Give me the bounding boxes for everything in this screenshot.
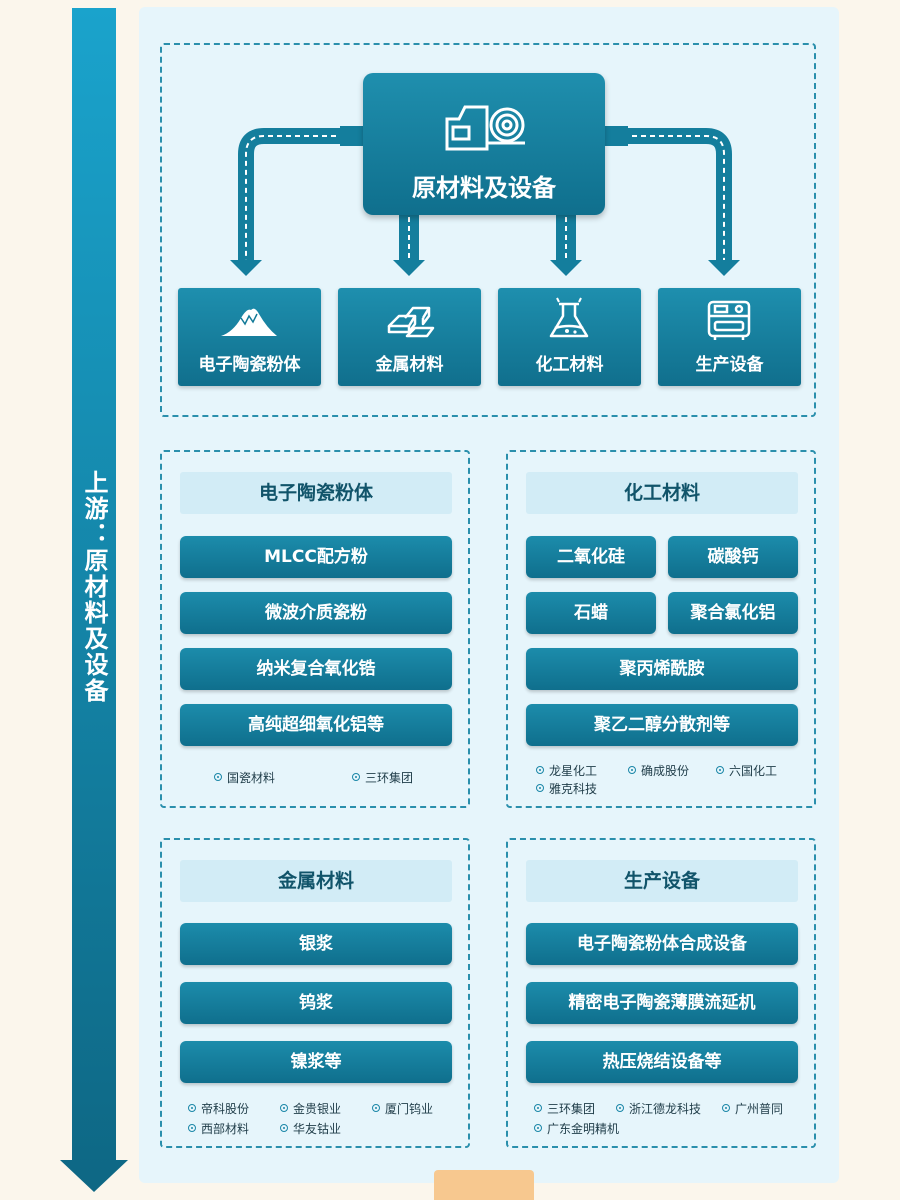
section-equipment-title: 生产设备 [526,860,798,902]
bullet-icon [536,784,544,792]
equipment-icon [445,105,525,151]
side-arrow [60,8,128,1192]
machine-icon [707,300,751,340]
metal-item: 镍浆等 [180,1041,452,1083]
company-label: 金贵银业 [280,1100,341,1117]
bullet-icon [616,1104,624,1112]
category-chemical: 化工材料 [498,288,641,386]
powder-mound-icon [221,308,277,336]
company-label: 三环集团 [534,1100,595,1117]
bullet-icon [280,1104,288,1112]
flow-arrows [230,126,740,276]
chemical-item: 聚丙烯酰胺 [526,648,798,690]
ceramic-item: 高纯超细氧化铝等 [180,704,452,746]
section-metal [160,838,470,1148]
equipment-item: 电子陶瓷粉体合成设备 [526,923,798,965]
bullet-icon [716,766,724,774]
company-label: 华友钴业 [280,1120,341,1137]
flask-icon [549,297,589,338]
company-label: 国瓷材料 [214,769,275,786]
bullet-icon [188,1104,196,1112]
category-metal: 金属材料 [338,288,481,386]
section-metal-title: 金属材料 [180,860,452,902]
company-label: 六国化工 [716,762,777,779]
ceramic-item: 纳米复合氧化锆 [180,648,452,690]
flow-arrow-right [605,128,732,262]
bullet-icon [352,773,360,781]
category-equipment: 生产设备 [658,288,801,386]
metal-ingots-icon [387,306,435,338]
chemical-item: 碳酸钙 [668,536,798,578]
company-label: 帝科股份 [188,1100,249,1117]
hub-title: 原材料及设备 [412,174,556,202]
flow-arrow-left [238,128,363,262]
bullet-icon [188,1124,196,1132]
equipment-item: 精密电子陶瓷薄膜流延机 [526,982,798,1024]
chemical-item: 石蜡 [526,592,656,634]
bullet-icon [534,1124,542,1132]
chemical-item: 聚乙二醇分散剂等 [526,704,798,746]
hub-box: 原材料及设备 [363,73,605,215]
chemical-item: 二氧化硅 [526,536,656,578]
bottom-tab [434,1170,534,1200]
company-label: 厦门钨业 [372,1100,433,1117]
section-equipment [506,838,816,1148]
chemical-item: 聚合氯化铝 [668,592,798,634]
company-label: 雅克科技 [536,780,597,797]
company-label: 龙星化工 [536,762,597,779]
company-label: 浙江德龙科技 [616,1100,701,1117]
ceramic-item: MLCC配方粉 [180,536,452,578]
section-chemical [506,450,816,808]
metal-item: 银浆 [180,923,452,965]
section-chemical-title: 化工材料 [526,472,798,514]
company-label: 广东金明精机 [534,1120,619,1137]
company-label: 三环集团 [352,769,413,786]
bullet-icon [534,1104,542,1112]
bullet-icon [536,766,544,774]
bullet-icon [722,1104,730,1112]
section-ceramic-powder [160,450,470,808]
metal-item: 钨浆 [180,982,452,1024]
side-label: 上游：原材料及设备 [80,470,108,704]
bullet-icon [628,766,636,774]
top-diagram-box [160,43,816,417]
bullet-icon [214,773,222,781]
bullet-icon [372,1104,380,1112]
company-label: 广州普同 [722,1100,783,1117]
section-ceramic-title: 电子陶瓷粉体 [180,472,452,514]
ceramic-item: 微波介质瓷粉 [180,592,452,634]
company-label: 西部材料 [188,1120,249,1137]
equipment-item: 热压烧结设备等 [526,1041,798,1083]
company-label: 确成股份 [628,762,689,779]
bullet-icon [280,1124,288,1132]
category-ceramic-powder: 电子陶瓷粉体 [178,288,321,386]
